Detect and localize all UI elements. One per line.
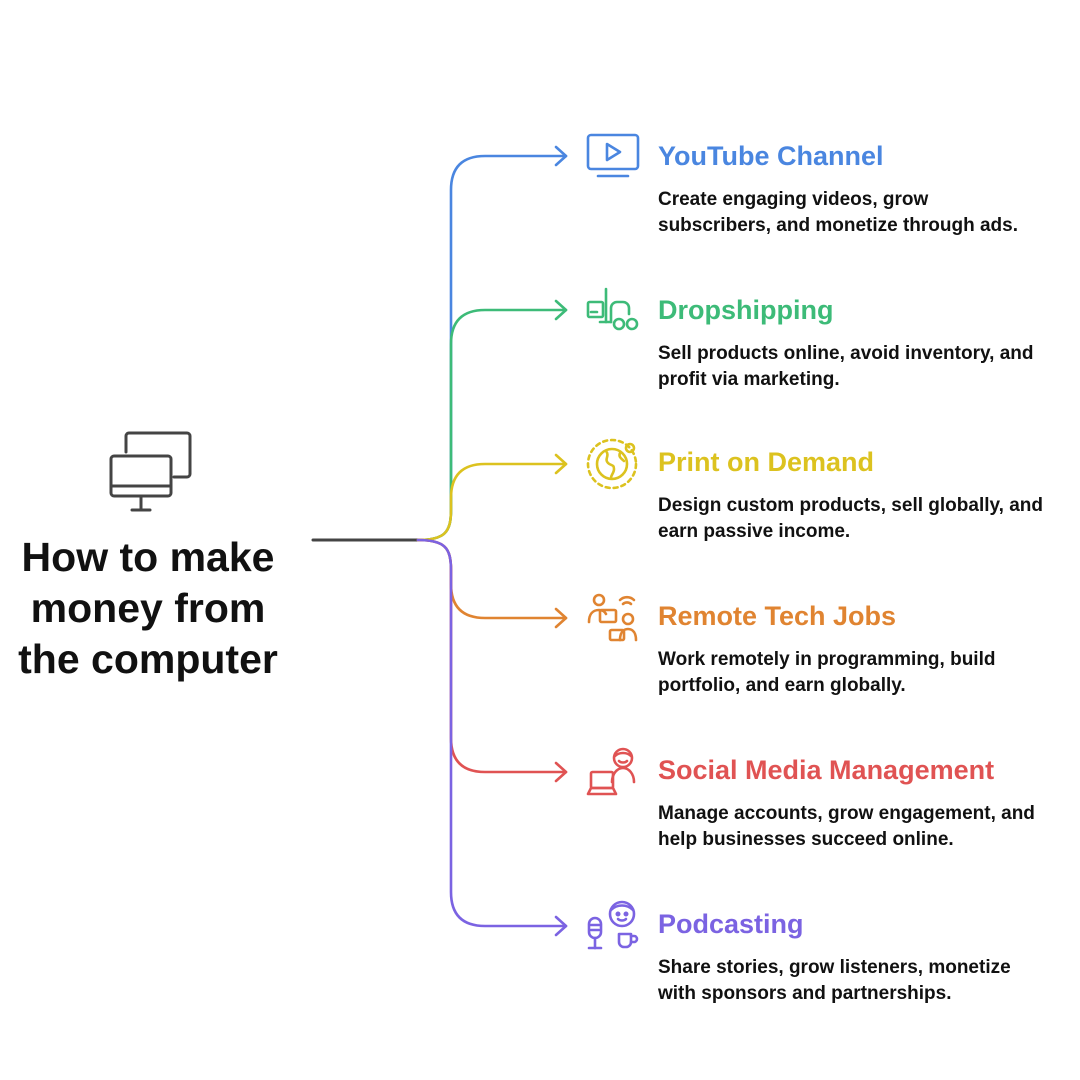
item-description: Work remotely in programming, build port…: [658, 647, 1073, 699]
branch-line: [416, 462, 568, 542]
item-description: Share stories, grow listeners, monetize …: [658, 955, 1073, 1007]
globe-icon: [586, 438, 638, 490]
desc-line: subscribers, and monetize through ads.: [658, 215, 1019, 236]
branch-line: [416, 538, 568, 774]
item-title: Podcasting: [658, 909, 804, 939]
desc-line: portfolio, and earn globally.: [658, 675, 906, 696]
desc-line: help businesses succeed online.: [658, 829, 954, 850]
desc-line: Share stories, grow listeners, monetize: [658, 957, 1011, 978]
arrow-head-icon: [554, 453, 568, 475]
item-remote-tech-jobs: Remote Tech Jobs Work remotely in progra…: [586, 592, 1076, 722]
title-line: How to make: [21, 534, 275, 580]
item-social-media-management: Social Media Management Manage accounts,…: [586, 746, 1076, 876]
item-title: Remote Tech Jobs: [658, 601, 897, 631]
branch-line: [416, 538, 568, 928]
branch-line: [416, 538, 568, 620]
item-print-on-demand: Print on Demand Design custom products, …: [586, 438, 1076, 568]
item-description: Design custom products, sell globally, a…: [658, 493, 1073, 545]
arrow-head-icon: [554, 607, 568, 629]
desc-line: Work remotely in programming, build: [658, 649, 996, 670]
item-title: Dropshipping: [658, 295, 834, 325]
item-youtube-channel: YouTube Channel Create engaging videos, …: [586, 132, 1076, 262]
social-manager-icon: [586, 747, 636, 796]
podcast-icon: [587, 900, 639, 950]
item-podcasting: Podcasting Share stories, grow listeners…: [586, 900, 1076, 1030]
desc-line: earn passive income.: [658, 521, 851, 542]
title-line: money from: [30, 585, 266, 631]
item-description: Create engaging videos, grow subscribers…: [658, 187, 1073, 239]
video-play-icon: [586, 133, 640, 178]
arrow-head-icon: [554, 761, 568, 783]
item-title: Social Media Management: [658, 755, 995, 785]
desc-line: Create engaging videos, grow: [658, 189, 929, 210]
arrow-head-icon: [554, 145, 568, 167]
desc-line: Sell products online, avoid inventory, a…: [658, 343, 1034, 364]
page-title: How to make money from the computer: [0, 532, 296, 685]
desc-line: Design custom products, sell globally, a…: [658, 495, 1043, 516]
title-line: the computer: [18, 636, 278, 682]
item-description: Sell products online, avoid inventory, a…: [658, 341, 1073, 393]
arrow-head-icon: [554, 299, 568, 321]
desc-line: with sponsors and partnerships.: [658, 983, 952, 1004]
forklift-icon: [586, 287, 639, 331]
item-dropshipping: Dropshipping Sell products online, avoid…: [586, 286, 1076, 416]
desc-line: profit via marketing.: [658, 369, 840, 390]
arrow-head-icon: [554, 915, 568, 937]
item-description: Manage accounts, grow engagement, and he…: [658, 801, 1073, 853]
branch-line: [416, 308, 568, 542]
remote-worker-icon: [587, 593, 638, 642]
monitors-icon: [109, 431, 192, 512]
item-title: YouTube Channel: [658, 141, 884, 171]
branch-line: [416, 154, 568, 542]
desc-line: Manage accounts, grow engagement, and: [658, 803, 1035, 824]
item-title: Print on Demand: [658, 447, 875, 477]
